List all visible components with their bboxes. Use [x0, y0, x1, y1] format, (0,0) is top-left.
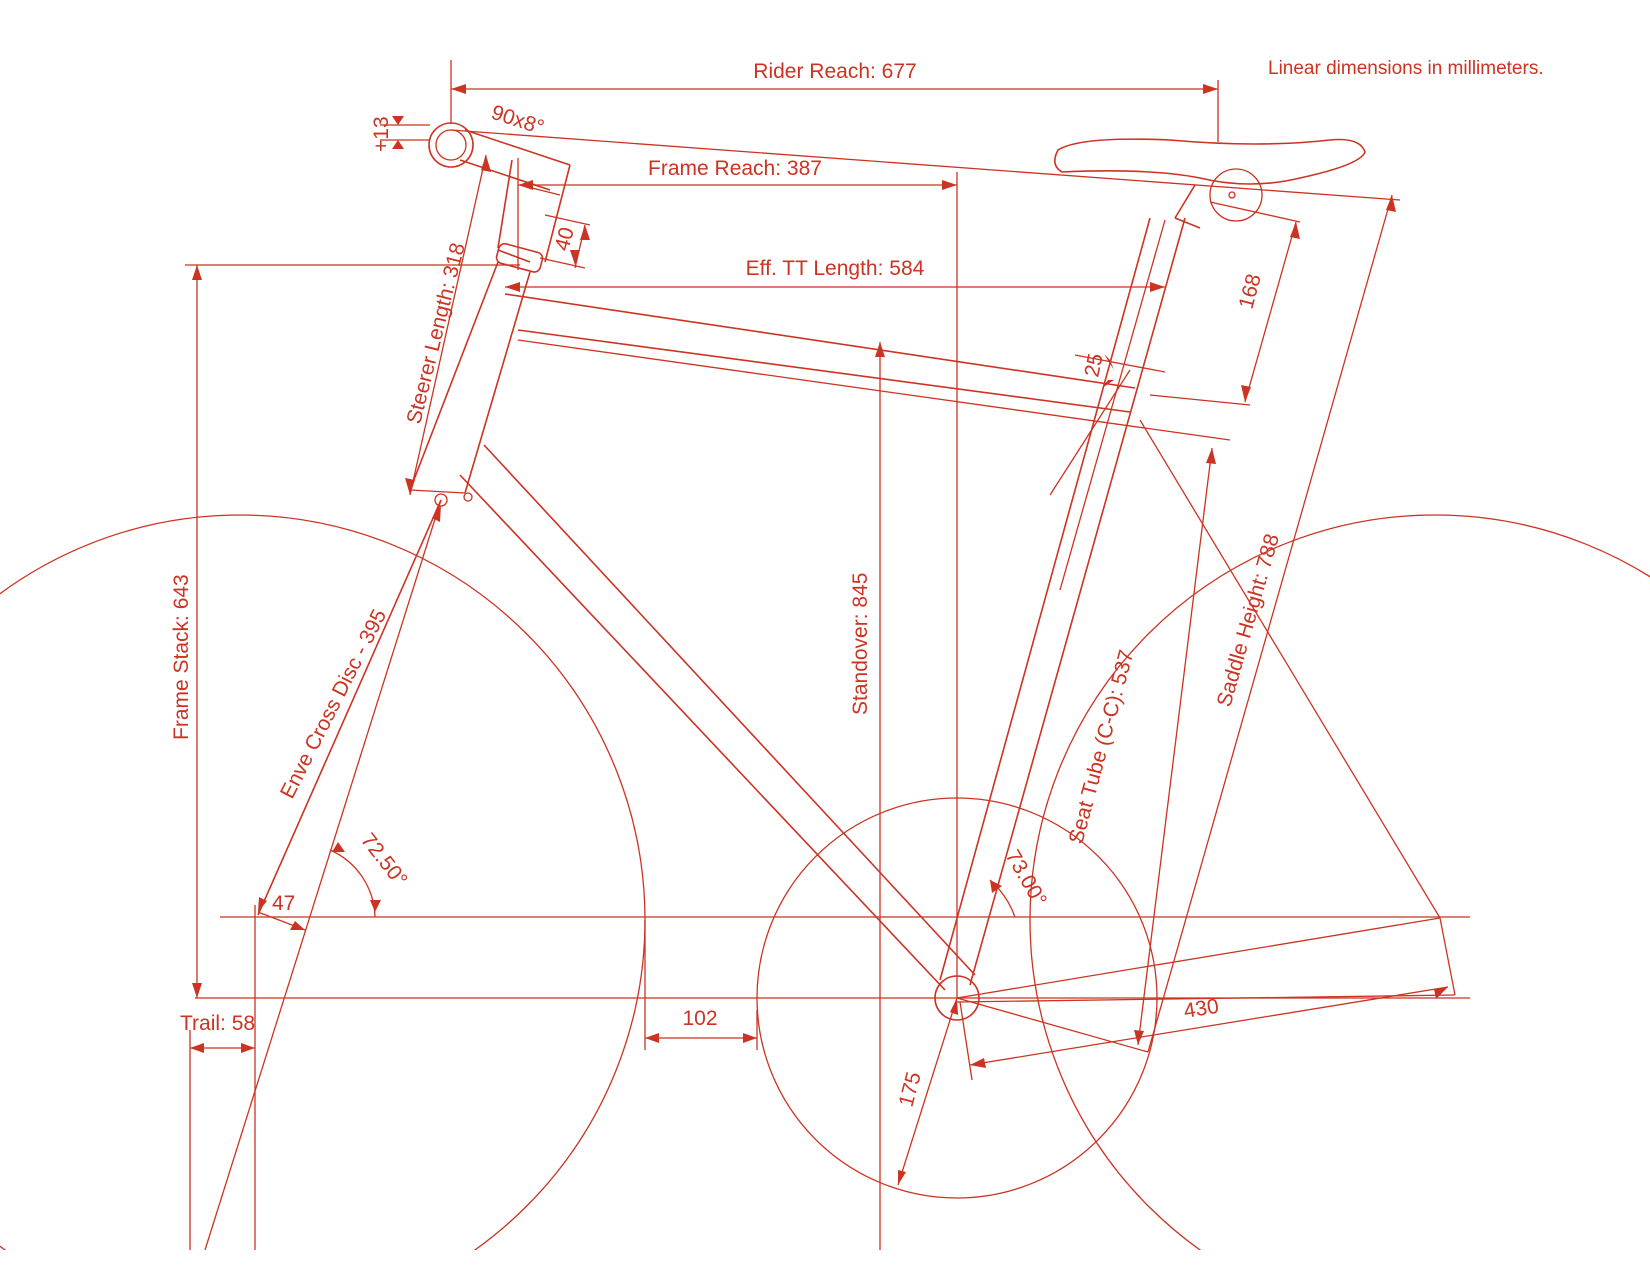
handlebar-inner	[435, 129, 467, 161]
head-angle-label: 72.50°	[356, 829, 412, 891]
standover-label: Standover: 845	[849, 573, 872, 715]
top-tube-lower	[517, 329, 1131, 413]
stem-steerer-right	[544, 164, 571, 263]
units-note: Linear dimensions in millimeters.	[1268, 58, 1544, 79]
spacer-label: 40	[551, 225, 579, 254]
seatpost-head	[1174, 184, 1196, 219]
rear-wheel	[1029, 514, 1650, 1250]
head-tube-right	[464, 271, 531, 494]
fork-label: Enve Cross Disc - 395	[276, 606, 391, 803]
headset-top	[497, 249, 531, 263]
stem-steerer-left	[497, 159, 513, 249]
stem-offset-label: +13	[370, 116, 393, 152]
seat-tube-right	[969, 217, 1186, 986]
seatpost-clamp	[1174, 217, 1201, 229]
crank-arm-guide	[956, 997, 1149, 1053]
tt-offset-label: 25	[1080, 351, 1107, 379]
fork-crown	[434, 493, 448, 507]
down-tube-lower	[459, 474, 946, 991]
frame-stack-label: Frame Stack: 643	[170, 574, 193, 740]
head-tube-bolt	[463, 492, 473, 502]
front-wheel	[0, 514, 646, 1250]
head-tube-bottom	[409, 489, 466, 494]
fork-blade	[257, 499, 442, 916]
head-tube-left	[409, 261, 499, 491]
steering-axis	[204, 499, 442, 1251]
crank-label: 175	[895, 1069, 926, 1109]
down-tube-upper	[483, 444, 976, 976]
saddle-clamp	[1209, 168, 1263, 222]
seat-post-label: 168	[1235, 271, 1266, 311]
seat-tube-centerline	[1059, 219, 1166, 591]
stem-guide	[450, 129, 1401, 201]
trail-label: Trail: 58	[180, 1012, 255, 1035]
headset-cap	[495, 242, 544, 273]
chainstay-label: 430	[1182, 995, 1220, 1023]
rider-reach-label: Rider Reach: 677	[753, 60, 916, 83]
chainstay-upper	[956, 917, 1441, 999]
seat-tube-left	[939, 217, 1151, 981]
top-tube-upper	[504, 293, 1136, 389]
bottom-bracket-shell	[934, 975, 980, 1021]
standover-guide	[517, 339, 1231, 441]
steerer-label: Steerer Length: 318	[403, 241, 470, 427]
dropout	[1439, 917, 1456, 996]
chainstay-lower	[956, 994, 1456, 1003]
eff-tt-label: Eff. TT Length: 584	[746, 257, 925, 280]
seat-tube-inner-left	[1049, 369, 1131, 496]
saddle	[1054, 138, 1366, 185]
frame-reach-label: Frame Reach: 387	[648, 157, 822, 180]
toe-clearance-label: 102	[682, 1007, 717, 1030]
saddle-clamp-bolt	[1228, 191, 1236, 199]
offset-label: 47	[272, 892, 295, 915]
seatstay	[1139, 419, 1441, 919]
seat-angle-label: 73.00°	[1001, 846, 1051, 910]
seat-tube-label: Seat Tube (C-C): 537	[1065, 648, 1139, 847]
stem-top	[464, 129, 571, 166]
